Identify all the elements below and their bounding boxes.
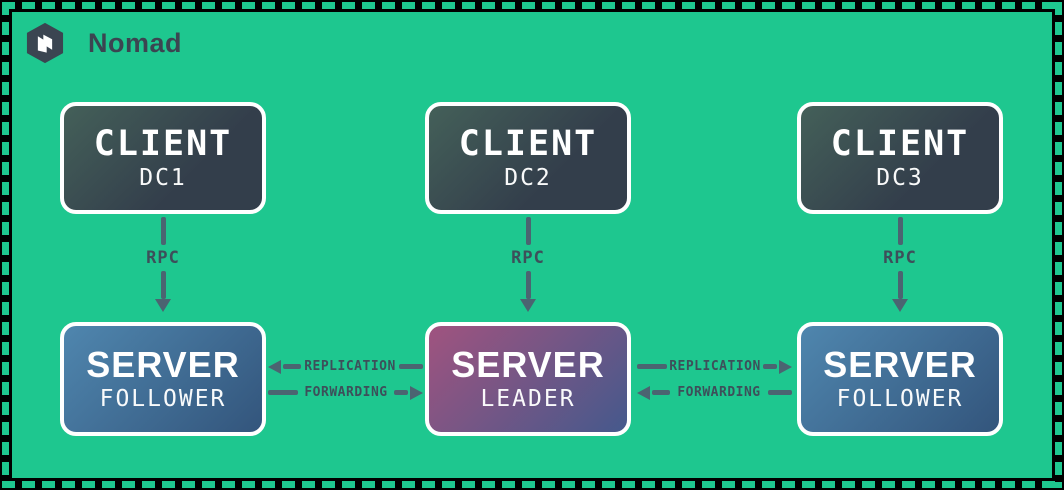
replication-arrow-rightward: REPLICATION	[637, 359, 792, 374]
arrow-stem	[160, 217, 166, 245]
dashed-border-left	[2, 2, 9, 488]
arrow-down-icon	[155, 299, 171, 313]
arrow-down-icon	[892, 299, 908, 313]
rpc-arrow-dc1: RPC	[123, 217, 203, 313]
arrowhead-right-icon	[779, 359, 792, 374]
server-title: SERVER	[823, 344, 977, 385]
server-link-group-left: REPLICATION FORWARDING	[268, 359, 423, 400]
arrow-stem	[268, 390, 298, 395]
arrow-stem	[160, 271, 166, 300]
server-box-leader: SERVER LEADER	[425, 322, 631, 436]
dashed-border-top	[2, 2, 1062, 9]
dashed-border-right	[1055, 2, 1062, 488]
replication-arrow-leftward: REPLICATION	[268, 359, 423, 374]
arrow-stem	[399, 364, 423, 369]
forwarding-arrow-rightward: FORWARDING	[268, 385, 423, 400]
client-box-dc2: CLIENT DC2	[425, 102, 631, 214]
client-title: CLIENT	[458, 123, 598, 164]
rpc-label: RPC	[146, 248, 180, 268]
server-box-follower-right: SERVER FOLLOWER	[797, 322, 1003, 436]
arrowhead-left-icon	[268, 359, 281, 374]
arrowhead-right-icon	[410, 385, 423, 400]
arrow-stem	[897, 217, 903, 245]
nomad-logo-icon	[24, 22, 66, 64]
server-box-follower-left: SERVER FOLLOWER	[60, 322, 266, 436]
server-role-label: FOLLOWER	[99, 386, 227, 412]
forwarding-arrow-leftward: FORWARDING	[637, 385, 792, 400]
datacenter-label: DC2	[504, 164, 552, 191]
rpc-arrow-dc2: RPC	[488, 217, 568, 313]
brand-name: Nomad	[88, 27, 183, 58]
rpc-label: RPC	[511, 248, 545, 268]
arrow-stem	[394, 390, 408, 395]
server-role-label: LEADER	[480, 386, 576, 412]
brand-header: Nomad	[24, 22, 182, 64]
replication-label: REPLICATION	[304, 359, 396, 374]
arrowhead-left-icon	[637, 385, 650, 400]
forwarding-label: FORWARDING	[304, 385, 388, 400]
server-link-group-right: REPLICATION FORWARDING	[637, 359, 792, 400]
arrow-stem	[897, 271, 903, 300]
client-title: CLIENT	[830, 123, 970, 164]
rpc-arrow-dc3: RPC	[860, 217, 940, 313]
datacenter-label: DC3	[876, 164, 924, 191]
client-box-dc3: CLIENT DC3	[797, 102, 1003, 214]
client-title: CLIENT	[93, 123, 233, 164]
arrow-stem	[763, 364, 777, 369]
dashed-border-bottom	[2, 481, 1062, 488]
datacenter-label: DC1	[139, 164, 187, 191]
replication-label: REPLICATION	[669, 359, 761, 374]
server-title: SERVER	[451, 344, 605, 385]
server-title: SERVER	[86, 344, 240, 385]
arrow-stem	[637, 364, 667, 369]
arrow-stem	[525, 217, 531, 245]
client-box-dc1: CLIENT DC1	[60, 102, 266, 214]
arrow-stem	[525, 271, 531, 300]
forwarding-label: FORWARDING	[677, 385, 761, 400]
arrow-stem	[768, 390, 792, 395]
arrow-down-icon	[520, 299, 536, 313]
server-role-label: FOLLOWER	[836, 386, 964, 412]
arrow-stem	[283, 364, 301, 369]
rpc-label: RPC	[883, 248, 917, 268]
arrow-stem	[652, 390, 670, 395]
